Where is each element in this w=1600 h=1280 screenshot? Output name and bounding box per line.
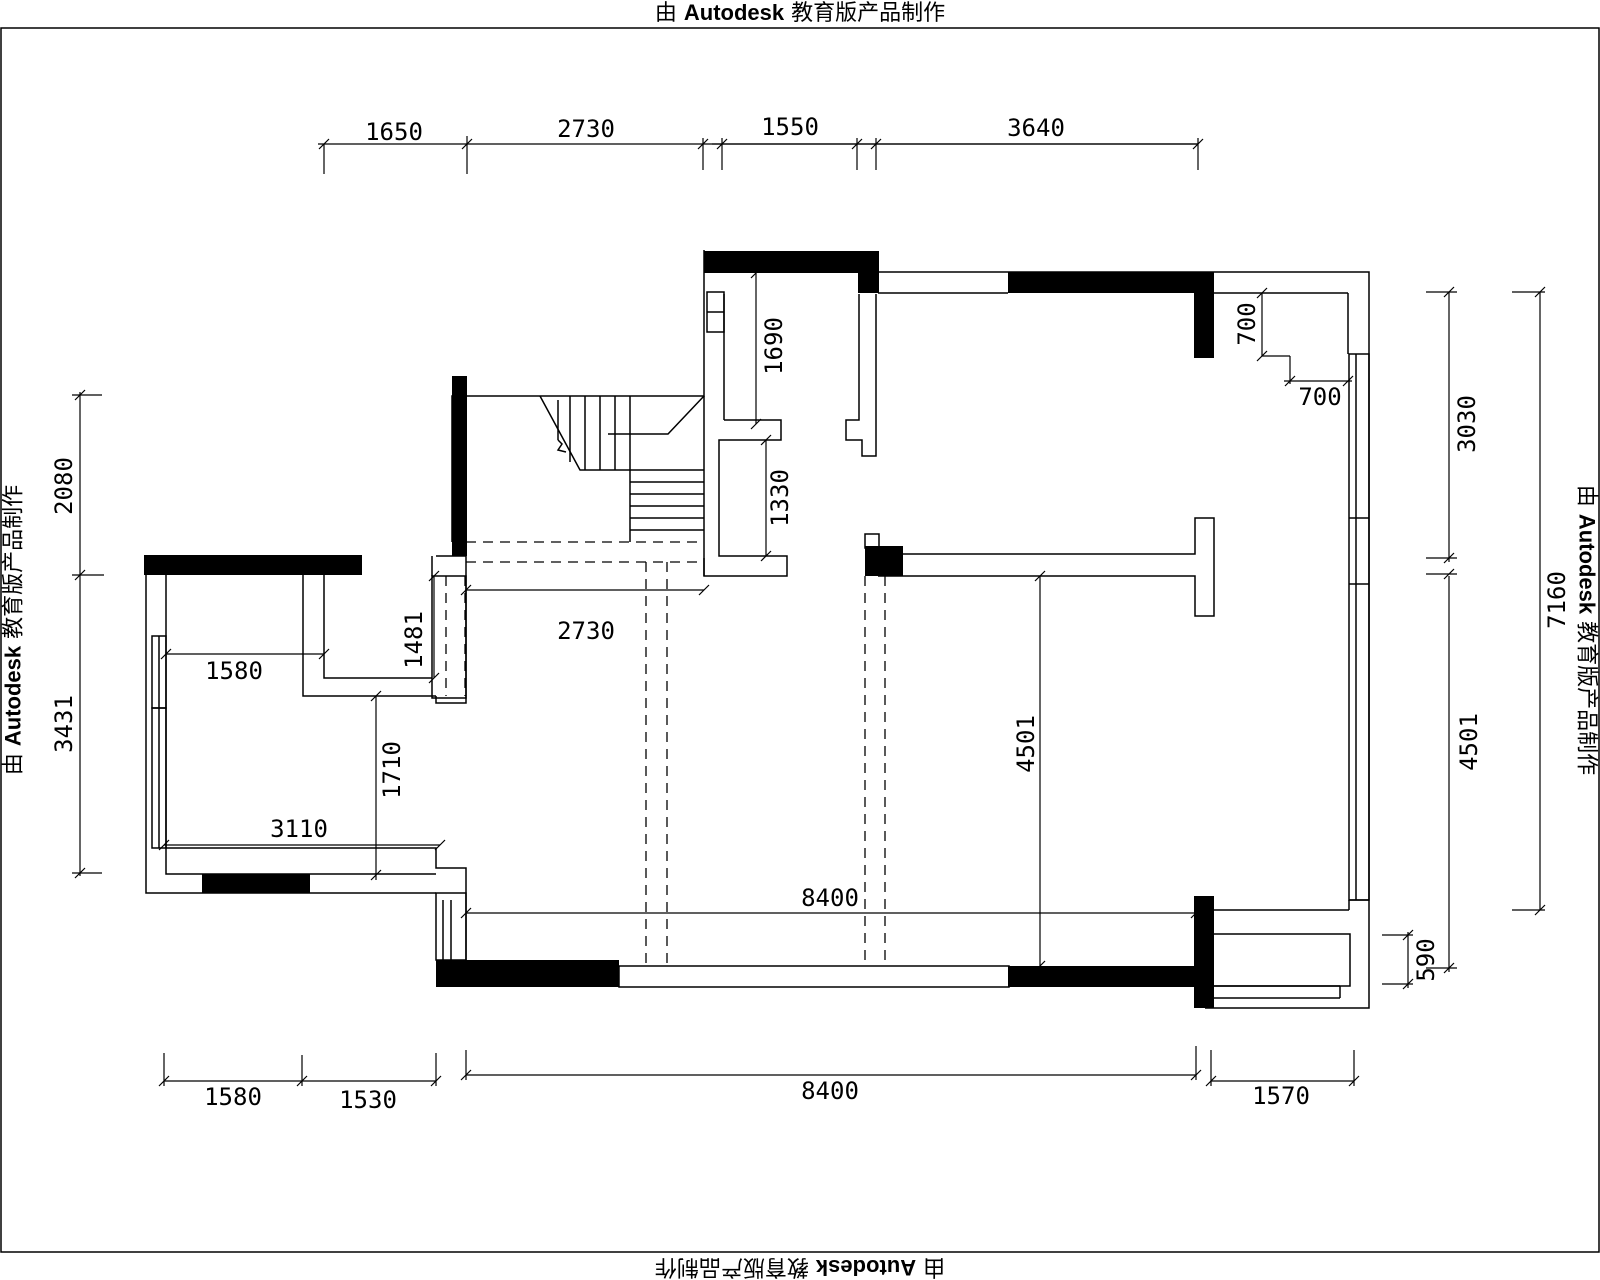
structural-walls — [144, 251, 1214, 1008]
dim-inner-1330: 1330 — [766, 469, 794, 527]
dim-bottom-8400: 8400 — [801, 1077, 859, 1105]
dim-inner-4501: 4501 — [1012, 715, 1040, 773]
dim-bottom-1580: 1580 — [204, 1083, 262, 1111]
dim-inner-1481: 1481 — [400, 611, 428, 669]
dim-inner-3110: 3110 — [270, 815, 328, 843]
dim-top-1650: 1650 — [365, 118, 423, 146]
dim-right-3030: 3030 — [1453, 395, 1481, 453]
dim-inner-1690: 1690 — [760, 317, 788, 375]
inner-dimension-lines — [158, 267, 1354, 972]
dim-inner-8400: 8400 — [801, 884, 859, 912]
top-dimension-chain — [318, 136, 1204, 174]
right-dimension-chain — [1382, 286, 1546, 990]
dim-left-3431: 3431 — [50, 695, 78, 753]
dim-inner-700-vertical: 700 — [1233, 302, 1261, 345]
dim-right-590: 590 — [1412, 938, 1440, 981]
beam-dashed-lines — [445, 541, 886, 966]
wall-outlines — [145, 250, 1370, 1009]
bottom-dimension-chain — [158, 1046, 1360, 1087]
dim-top-1550: 1550 — [761, 113, 819, 141]
dim-inner-1580: 1580 — [205, 657, 263, 685]
drawing-frame — [0, 27, 1600, 1253]
dim-bottom-1530: 1530 — [339, 1086, 397, 1114]
dim-left-2080: 2080 — [50, 457, 78, 515]
dim-bottom-1570: 1570 — [1252, 1082, 1310, 1110]
dim-top-3640: 3640 — [1007, 114, 1065, 142]
dim-top-2730: 2730 — [557, 115, 615, 143]
dim-right-7160: 7160 — [1543, 571, 1571, 629]
watermark-top: 由 Autodesk 教育版产品制作 — [654, 0, 946, 26]
dim-inner-2730: 2730 — [557, 617, 615, 645]
dim-inner-1710: 1710 — [378, 741, 406, 799]
left-dimension-chain — [72, 389, 104, 879]
dim-inner-700-horizontal: 700 — [1298, 383, 1341, 411]
dim-right-4501: 4501 — [1455, 713, 1483, 771]
